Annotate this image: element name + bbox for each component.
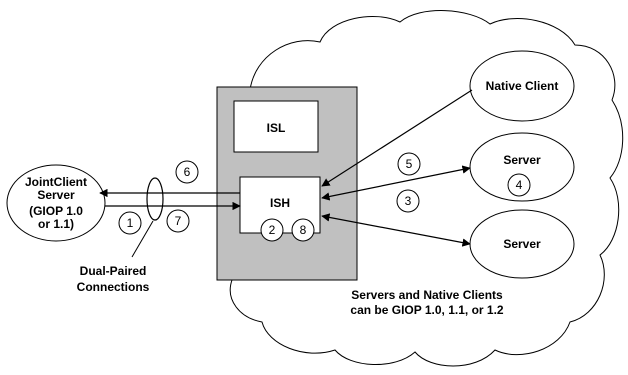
joint-client-server-line1: JointClient bbox=[25, 175, 87, 189]
joint-client-server-line3: (GIOP 1.0 bbox=[29, 204, 83, 218]
step-4: 4 bbox=[507, 173, 531, 197]
step-5: 5 bbox=[397, 152, 421, 176]
server-bottom-label: Server bbox=[503, 237, 541, 251]
ish-server-bottom-arrow bbox=[321, 213, 471, 247]
native-client-node bbox=[469, 50, 575, 122]
step-8-label: 8 bbox=[300, 223, 307, 237]
dual-paired-caption-line1: Dual-Paired bbox=[80, 264, 147, 278]
joint-client-server-line2: Server bbox=[37, 188, 75, 202]
step-4-label: 4 bbox=[516, 178, 523, 192]
joint-client-server-node bbox=[6, 164, 106, 242]
step-1: 1 bbox=[118, 211, 142, 235]
isl-label: ISL bbox=[267, 121, 286, 135]
step-3: 3 bbox=[396, 189, 420, 213]
dual-paired-leader bbox=[131, 220, 154, 258]
step-6-label: 6 bbox=[184, 165, 191, 179]
dual-paired-bundle bbox=[146, 177, 164, 221]
giop-note-line2: can be GIOP 1.0, 1.1, or 1.2 bbox=[350, 303, 504, 317]
ish-server-top-arrow bbox=[321, 165, 471, 201]
step-3-label: 3 bbox=[405, 194, 412, 208]
step-1-label: 1 bbox=[127, 216, 134, 230]
step-6: 6 bbox=[175, 160, 199, 184]
dual-paired-caption-line2: Connections bbox=[77, 280, 150, 294]
step-7: 7 bbox=[166, 209, 190, 233]
step-8: 8 bbox=[291, 218, 315, 242]
ish-label: ISH bbox=[270, 196, 290, 210]
giop-note-line1: Servers and Native Clients bbox=[351, 288, 503, 302]
step-2: 2 bbox=[260, 218, 284, 242]
native-client-label: Native Client bbox=[486, 79, 559, 93]
server-top-label: Server bbox=[503, 153, 541, 167]
step-2-label: 2 bbox=[269, 223, 276, 237]
step-7-label: 7 bbox=[175, 214, 182, 228]
joint-client-server-line4: or 1.1) bbox=[38, 217, 74, 231]
step-5-label: 5 bbox=[406, 157, 413, 171]
isl-box bbox=[233, 100, 319, 153]
